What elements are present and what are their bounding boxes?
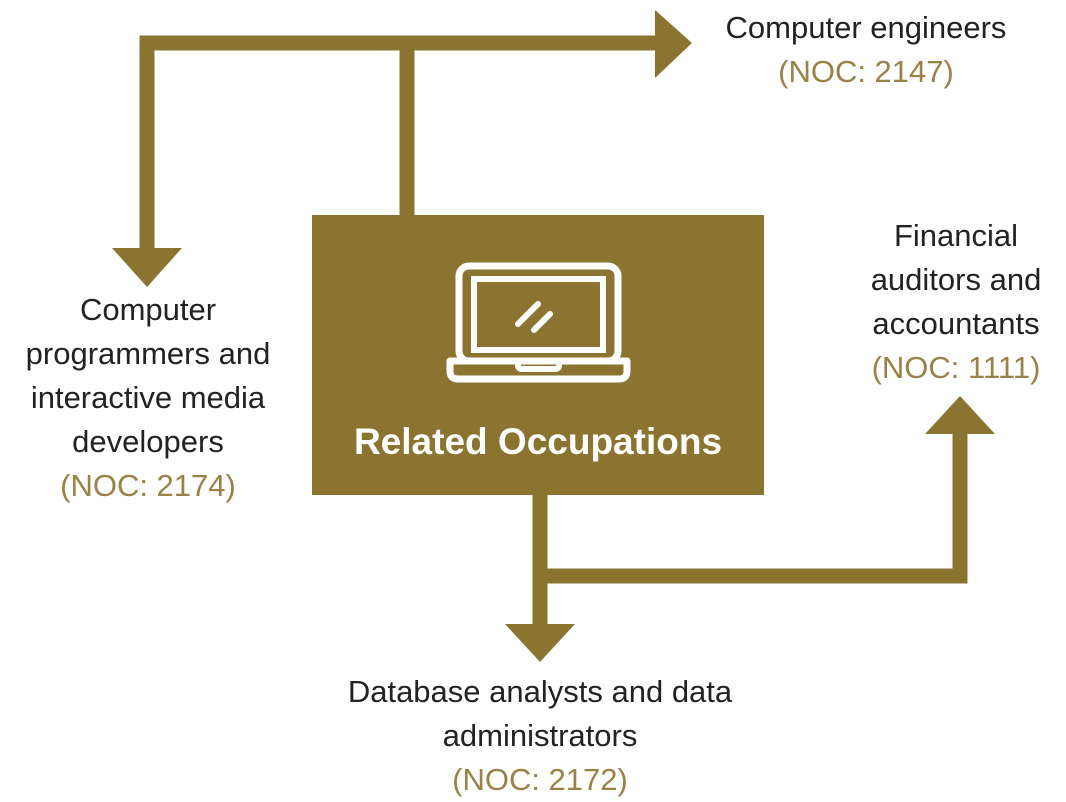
arrow-right-engineers bbox=[655, 10, 692, 78]
noc-code: (NOC: 1111) bbox=[871, 350, 1041, 385]
occupation-name: developers bbox=[72, 424, 224, 459]
occupation-name: Financial bbox=[893, 218, 1019, 253]
occupation-name: administrators bbox=[442, 718, 638, 753]
occupation-name: auditors and bbox=[870, 262, 1042, 297]
occupation-name: accountants bbox=[872, 306, 1040, 341]
occupation-name: Computer bbox=[79, 292, 217, 327]
noc-code: (NOC: 2172) bbox=[452, 762, 628, 797]
occupation-name: Database analysts and data bbox=[347, 674, 733, 709]
occupation-name: Computer engineers bbox=[725, 10, 1007, 45]
occupation-computer-engineers: Computer engineers (NOC: 2147) bbox=[696, 6, 1036, 94]
center-title: Related Occupations bbox=[353, 421, 723, 462]
occupation-auditors: Financial auditors and accountants (NOC:… bbox=[846, 214, 1066, 390]
connector-top-line bbox=[139, 35, 415, 250]
center-box: Related Occupations bbox=[312, 215, 764, 495]
laptop-icon bbox=[446, 262, 631, 383]
noc-code: (NOC: 2147) bbox=[778, 54, 954, 89]
occupation-database: Database analysts and data administrator… bbox=[320, 670, 760, 802]
occupation-name: programmers and bbox=[25, 336, 271, 371]
noc-code: (NOC: 2174) bbox=[60, 468, 236, 503]
occupation-name: interactive media bbox=[30, 380, 266, 415]
arrow-down-database bbox=[505, 624, 575, 662]
arrow-up-auditors bbox=[925, 396, 995, 434]
occupation-programmers: Computer programmers and interactive med… bbox=[5, 288, 291, 508]
connector-bottom-line bbox=[532, 432, 968, 584]
arrow-down-programmers bbox=[112, 248, 182, 287]
